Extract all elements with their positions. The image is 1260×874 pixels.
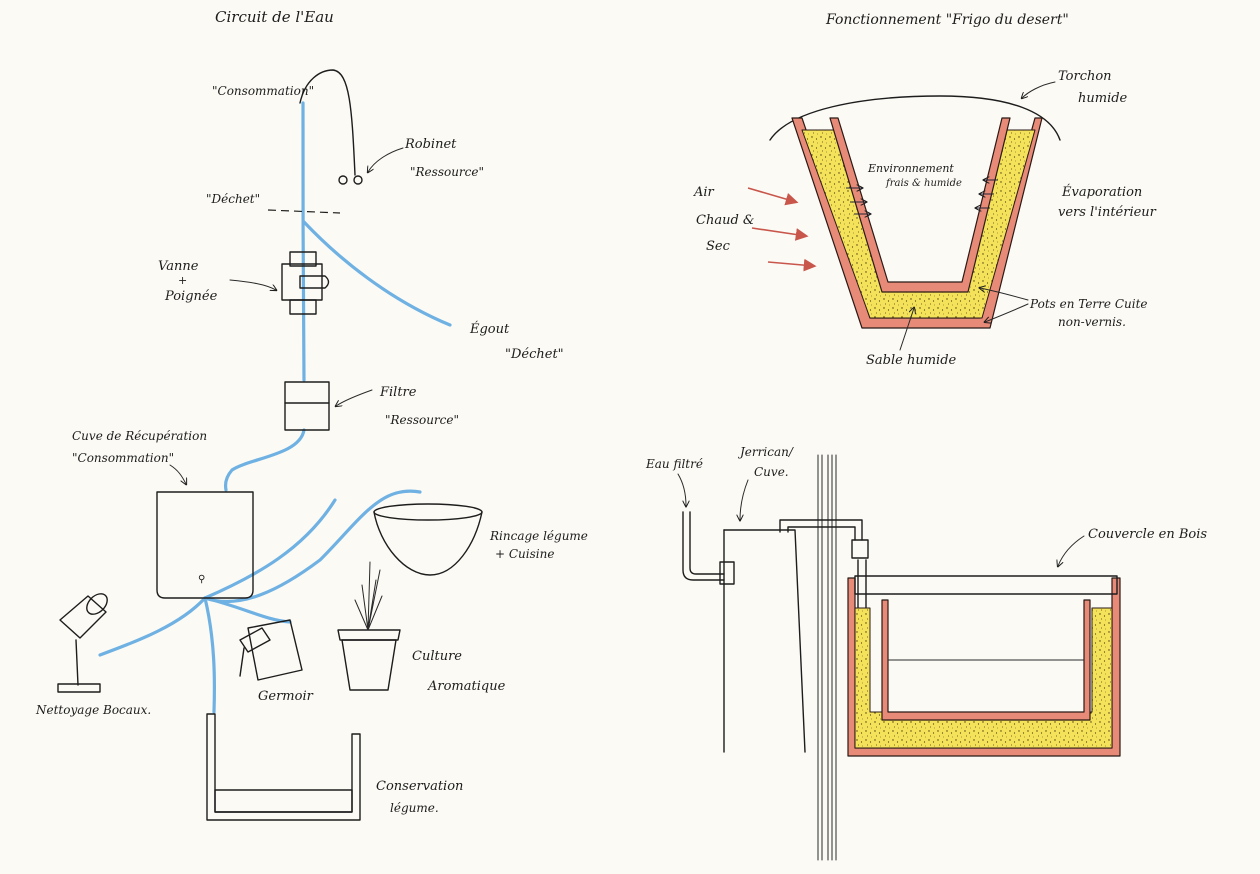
label-air-sub2: Sec bbox=[706, 239, 731, 254]
label-environnement: Environnement bbox=[867, 162, 954, 175]
label-consommation-top: "Consommation" bbox=[212, 84, 314, 98]
svg-text:⚲: ⚲ bbox=[198, 574, 205, 585]
label-vanne-plus: + bbox=[178, 274, 187, 287]
label-filtre-sub: "Ressource" bbox=[385, 413, 459, 427]
label-environnement-sub: frais & humide bbox=[885, 178, 962, 189]
label-culture-sub: Aromatique bbox=[427, 679, 506, 694]
bottom-inner-clay bbox=[881, 599, 1091, 721]
label-torchon: Torchon bbox=[1058, 69, 1112, 84]
label-jerrican-sub: Cuve. bbox=[754, 465, 789, 479]
filter-icon bbox=[284, 381, 330, 431]
hot-air-arrows bbox=[747, 187, 817, 272]
label-conservation: Conservation bbox=[376, 779, 463, 794]
left-diagram-water-circuit: Circuit de l'Eau "Consommation" Robinet … bbox=[35, 8, 588, 821]
label-air: Air bbox=[693, 185, 715, 200]
label-evaporation-sub: vers l'intérieur bbox=[1058, 205, 1157, 220]
label-robinet-sub: "Ressource" bbox=[410, 165, 484, 179]
label-conservation-sub: légume. bbox=[390, 801, 439, 815]
label-couvercle: Couvercle en Bois bbox=[1088, 527, 1207, 542]
valve-icon bbox=[281, 251, 330, 315]
label-pots: Pots en Terre Cuite bbox=[1029, 297, 1148, 311]
right-title: Fonctionnement "Frigo du desert" bbox=[825, 12, 1069, 28]
label-rincage-sub: + Cuisine bbox=[495, 547, 554, 561]
water-lines bbox=[98, 101, 452, 714]
label-jerrican: Jerrican/ bbox=[737, 445, 795, 459]
label-germoir: Germoir bbox=[258, 689, 314, 704]
label-cuve: Cuve de Récupération bbox=[72, 429, 207, 443]
bottom-sand-layer bbox=[854, 607, 1113, 749]
herb-pot-icon bbox=[337, 561, 401, 691]
inner-clay-pot bbox=[829, 117, 1011, 293]
bowl-icon bbox=[373, 503, 483, 576]
storage-box-icon bbox=[206, 713, 361, 821]
label-rincage: Rincage légume bbox=[489, 529, 588, 543]
left-title: Circuit de l'Eau bbox=[215, 8, 334, 26]
label-dechet-top: "Déchet" bbox=[206, 192, 260, 206]
evaporation-arrows bbox=[846, 180, 998, 214]
germinator-jar-icon bbox=[239, 619, 303, 681]
label-filtre: Filtre bbox=[379, 385, 417, 400]
label-eau-filtre: Eau filtré bbox=[645, 457, 703, 471]
label-vanne: Vanne bbox=[158, 259, 199, 274]
label-air-sub1: Chaud & bbox=[696, 213, 754, 228]
jar-cleaning-icon bbox=[57, 593, 108, 693]
recovery-tank-icon: ⚲ bbox=[156, 491, 254, 599]
label-nettoyage: Nettoyage Bocaux. bbox=[35, 703, 151, 717]
faucet-icon bbox=[299, 69, 363, 185]
label-vanne-sub: Poignée bbox=[164, 289, 218, 304]
label-pots-sub: non-vernis. bbox=[1058, 315, 1126, 329]
label-robinet: Robinet bbox=[404, 137, 457, 152]
label-culture: Culture bbox=[412, 649, 462, 664]
wooden-lid bbox=[854, 575, 1118, 595]
label-evaporation: Évaporation bbox=[1061, 184, 1142, 200]
label-cuve-sub: "Consommation" bbox=[72, 451, 174, 465]
label-sable: Sable humide bbox=[866, 353, 957, 368]
right-diagram-desert-fridge: Fonctionnement "Frigo du desert" Torchon… bbox=[645, 12, 1207, 861]
label-egout: Égout bbox=[469, 321, 510, 337]
label-torchon-sub: humide bbox=[1078, 91, 1128, 106]
water-feed-system bbox=[682, 454, 869, 861]
label-egout-sub: "Déchet" bbox=[505, 347, 564, 362]
